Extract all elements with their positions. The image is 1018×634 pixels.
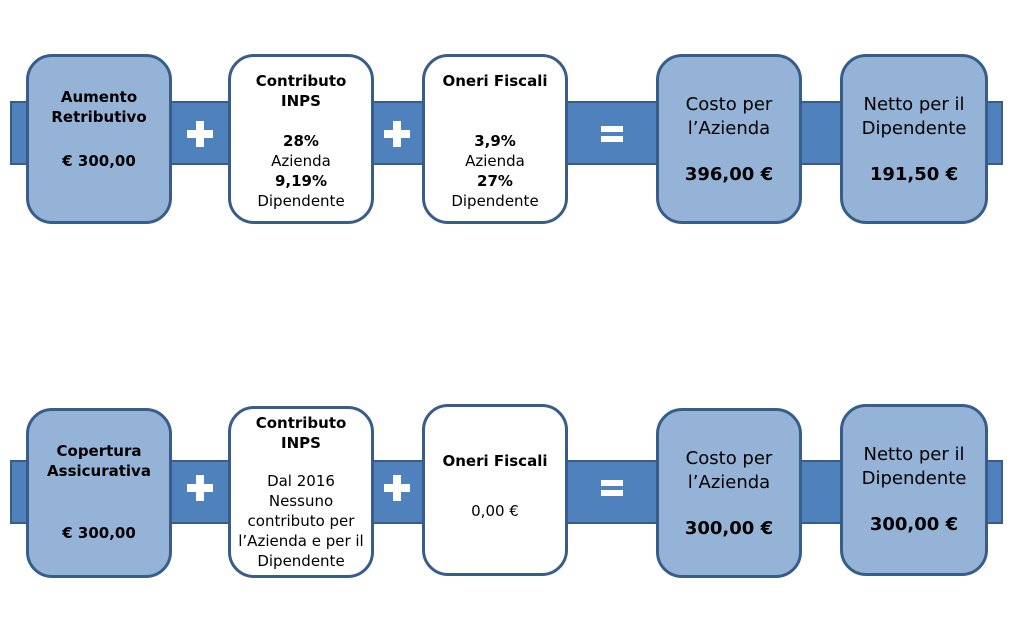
fiscali-dipendente-pct: 27% bbox=[477, 172, 513, 190]
costo-azienda-box-2: Costo per l’Azienda 300,00 € bbox=[656, 408, 802, 578]
inps-dipendente-label: Dipendente bbox=[257, 192, 345, 210]
netto-dipendente-title-2: Netto per il Dipendente bbox=[861, 444, 967, 489]
fiscali-dipendente-label: Dipendente bbox=[451, 192, 539, 210]
netto-dipendente-value: 191,50 € bbox=[869, 164, 959, 185]
oneri-fiscali-title-2: Oneri Fiscali bbox=[442, 452, 548, 470]
equals-icon bbox=[592, 468, 632, 508]
costo-azienda-title: Costo per l’Azienda bbox=[685, 94, 773, 139]
fiscali-azienda-pct: 3,9% bbox=[474, 132, 516, 150]
oneri-fiscali-box-2: Oneri Fiscali 0,00 € bbox=[422, 404, 568, 576]
aumento-retributivo-title: Aumento Retributivo bbox=[51, 88, 147, 126]
oneri-fiscali-value-2: 0,00 € bbox=[471, 502, 519, 520]
contributo-inps-box: Contributo INPS 28% Azienda 9,19% Dipend… bbox=[228, 54, 374, 224]
copertura-assicurativa-title: Copertura Assicurativa bbox=[47, 442, 151, 480]
inps-azienda-pct: 28% bbox=[283, 132, 319, 150]
contributo-inps-title-2: Contributo INPS bbox=[255, 414, 347, 452]
plus-icon bbox=[377, 468, 417, 508]
netto-dipendente-box-2: Netto per il Dipendente 300,00 € bbox=[840, 404, 988, 576]
inps-note: Dal 2016 Nessuno contributo per l’Aziend… bbox=[238, 472, 364, 570]
plus-icon bbox=[180, 468, 220, 508]
costo-azienda-title-2: Costo per l’Azienda bbox=[685, 448, 773, 493]
costo-azienda-value-2: 300,00 € bbox=[684, 518, 774, 539]
fiscali-azienda-label: Azienda bbox=[465, 152, 525, 170]
costo-azienda-value: 396,00 € bbox=[684, 164, 774, 185]
plus-icon bbox=[377, 114, 417, 154]
plus-icon bbox=[180, 114, 220, 154]
copertura-assicurativa-box: Copertura Assicurativa € 300,00 bbox=[26, 408, 172, 578]
contributo-inps-box-2: Contributo INPS Dal 2016 Nessuno contrib… bbox=[228, 406, 374, 578]
copertura-assicurativa-value: € 300,00 bbox=[62, 524, 136, 542]
netto-dipendente-box: Netto per il Dipendente 191,50 € bbox=[840, 54, 988, 224]
aumento-retributivo-box: Aumento Retributivo € 300,00 bbox=[26, 54, 172, 224]
inps-azienda-label: Azienda bbox=[271, 152, 331, 170]
equals-icon bbox=[592, 114, 632, 154]
contributo-inps-title: Contributo INPS bbox=[255, 72, 347, 110]
inps-dipendente-pct: 9,19% bbox=[274, 172, 328, 190]
aumento-retributivo-value: € 300,00 bbox=[62, 152, 136, 170]
oneri-fiscali-box: Oneri Fiscali 3,9% Azienda 27% Dipendent… bbox=[422, 54, 568, 224]
costo-azienda-box: Costo per l’Azienda 396,00 € bbox=[656, 54, 802, 224]
netto-dipendente-value-2: 300,00 € bbox=[869, 514, 959, 535]
oneri-fiscali-title: Oneri Fiscali bbox=[442, 72, 548, 90]
netto-dipendente-title: Netto per il Dipendente bbox=[861, 94, 967, 139]
